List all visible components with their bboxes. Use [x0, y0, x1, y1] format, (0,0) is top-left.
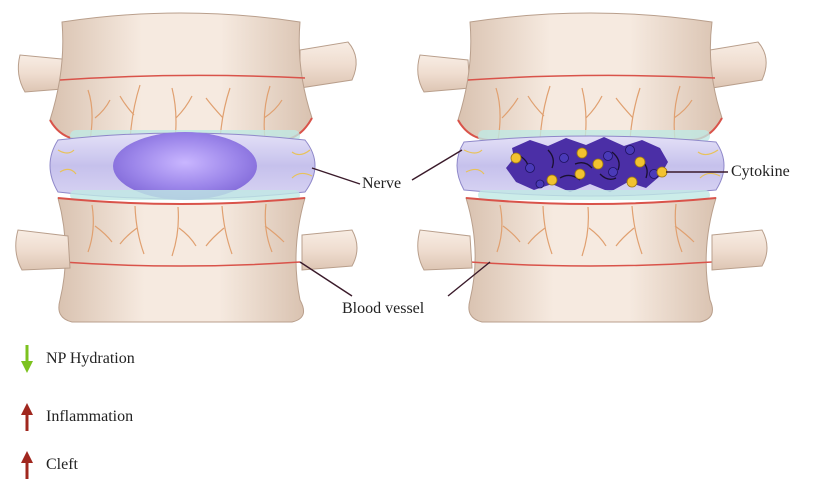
- nerve-leader-left: [312, 168, 360, 184]
- legend-label: Inflammation: [46, 408, 133, 426]
- legend-label: NP Hydration: [46, 350, 135, 368]
- nucleus-pulposus-healthy: [113, 132, 257, 200]
- arrow-down-icon: [20, 345, 34, 373]
- upper-process-right: [300, 42, 356, 88]
- legend-item-np-hydration: NP Hydration: [20, 346, 135, 372]
- lower-process-right: [712, 230, 767, 270]
- legend-label: Cleft: [46, 456, 78, 474]
- upper-process-right: [710, 42, 766, 88]
- lower-process-left: [418, 230, 472, 270]
- blood-vessel-label: Blood vessel: [342, 300, 424, 318]
- arrow-up-icon: [20, 403, 34, 431]
- lower-vertebra: [58, 198, 305, 322]
- cytokine-label: Cytokine: [731, 163, 790, 181]
- nerve-label: Nerve: [362, 175, 401, 193]
- arrow-up-icon: [20, 451, 34, 479]
- lower-process-left: [16, 230, 70, 270]
- legend-item-cleft: Cleft: [20, 452, 78, 478]
- lower-process-right: [302, 230, 357, 270]
- upper-process-left: [418, 55, 470, 92]
- legend-item-inflammation: Inflammation: [20, 404, 133, 430]
- nerve-leader-right: [412, 150, 462, 180]
- healthy-disc-segment: [16, 13, 357, 322]
- degenerated-disc-segment: [418, 13, 767, 322]
- lower-vertebra: [466, 198, 716, 322]
